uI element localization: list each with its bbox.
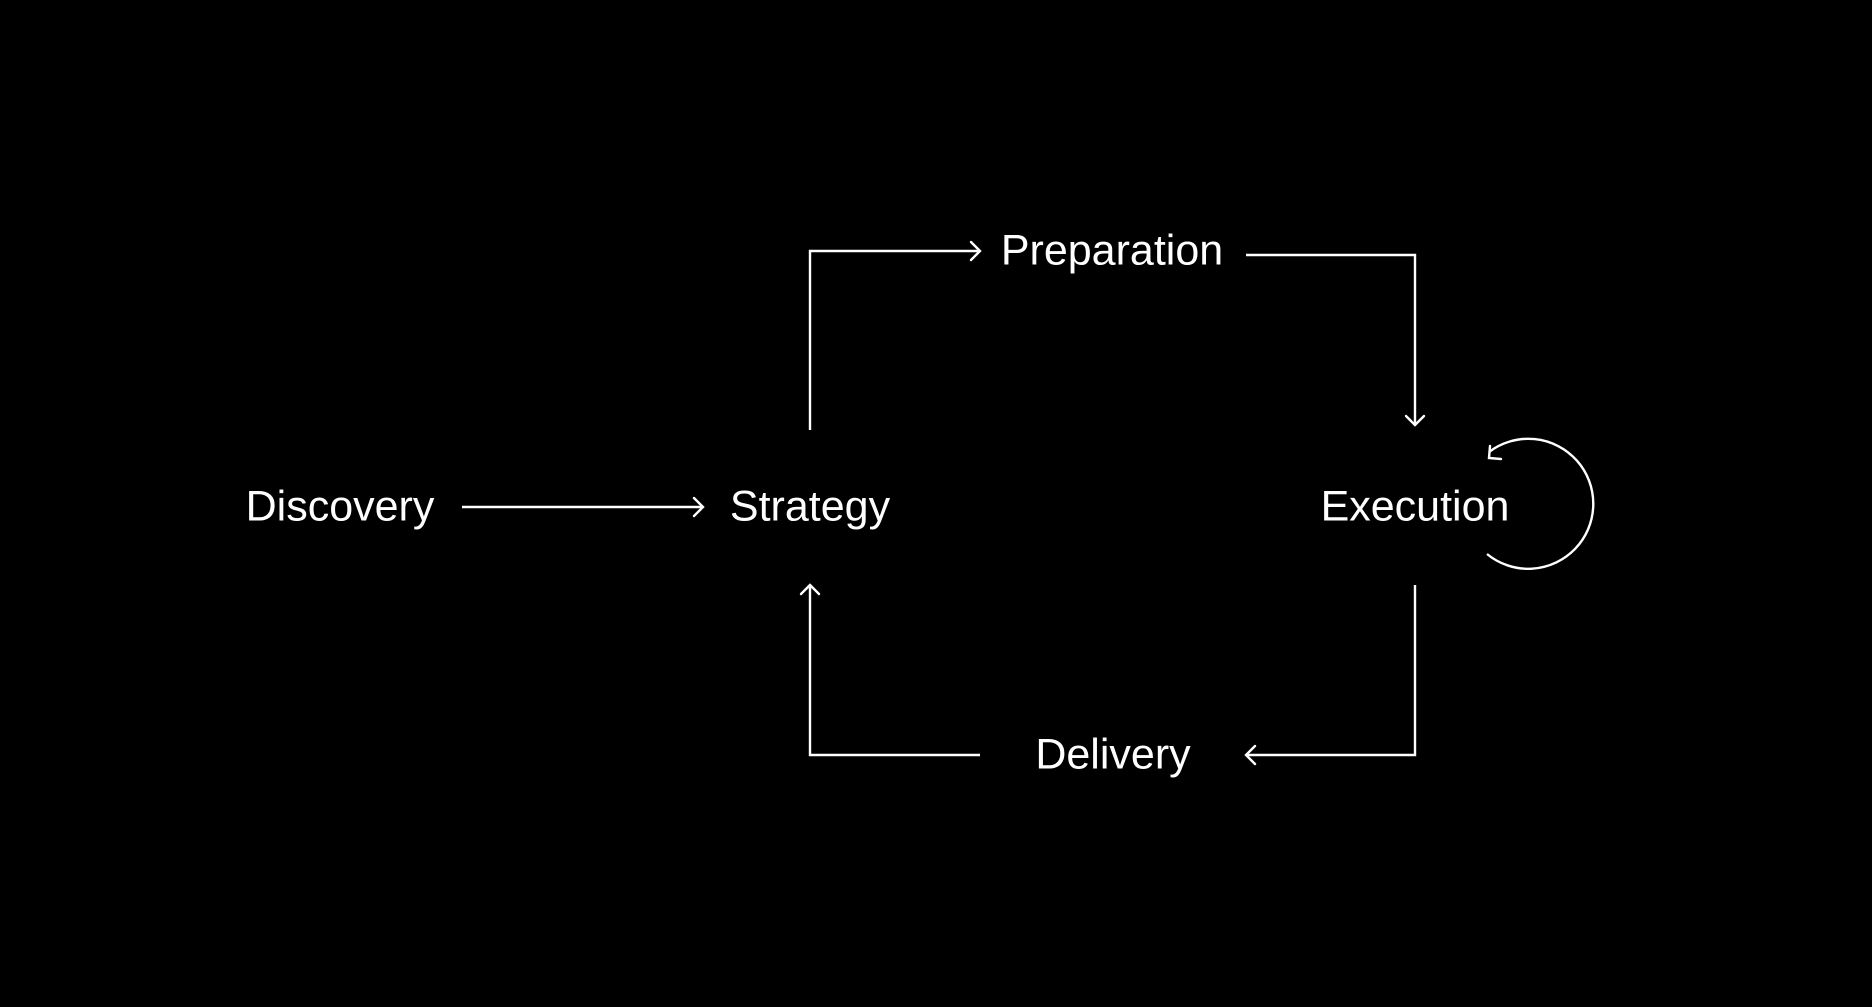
edge-line <box>1246 253 1417 425</box>
edge-execution-self-loop <box>1486 437 1595 570</box>
loop-arc <box>1486 437 1595 570</box>
edge-line <box>1246 585 1417 757</box>
edge-delivery-to-strategy <box>799 583 980 757</box>
node-preparation: Preparation <box>1000 226 1224 275</box>
arrowhead-up <box>799 583 821 596</box>
arrowhead-right <box>969 240 982 262</box>
arrowhead-left <box>1244 744 1257 766</box>
node-delivery: Delivery <box>1035 730 1191 779</box>
arrowhead-right <box>692 496 705 518</box>
edge-strategy-to-preparation <box>808 240 982 430</box>
edge-preparation-to-execution <box>1246 253 1426 427</box>
node-discovery: Discovery <box>245 482 435 531</box>
arrowhead-down <box>1404 414 1426 427</box>
node-strategy: Strategy <box>729 482 891 531</box>
node-execution: Execution <box>1320 482 1510 531</box>
edge-execution-to-delivery <box>1244 585 1417 766</box>
edge-line <box>808 585 980 757</box>
edge-line <box>808 249 980 430</box>
arrowhead-loop <box>1487 444 1503 461</box>
edge-discovery-to-strategy <box>462 496 705 518</box>
